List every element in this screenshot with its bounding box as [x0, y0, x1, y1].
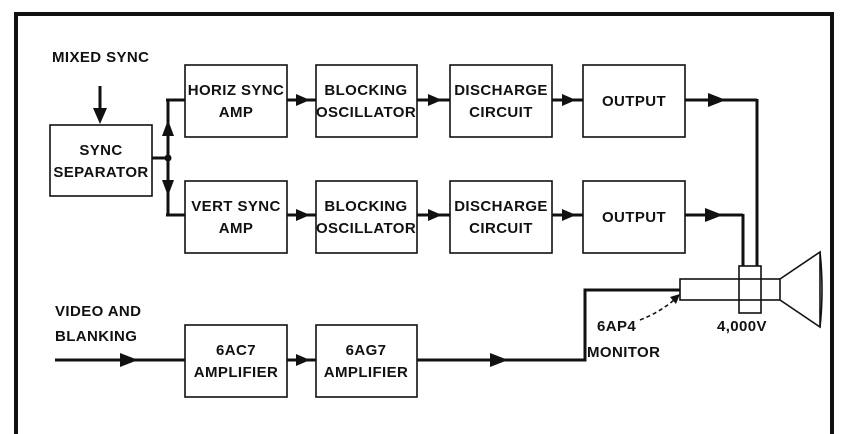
tube-type-label: 6AP4: [597, 318, 636, 335]
vert-blocking-label-line2: OSCILLATOR: [316, 220, 416, 237]
frame-border: [14, 12, 834, 434]
split-up-arrow-icon: [162, 120, 174, 136]
horiz-sync-amp-label-line2: AMP: [219, 104, 254, 121]
crt-tube-icon: [679, 250, 823, 329]
horiz-sync-amp-block: HORIZ SYNC AMP: [184, 64, 288, 138]
voltage-label: 4,000V: [717, 318, 767, 335]
horiz-blocking-to-discharge-arrow-icon: [428, 94, 442, 106]
video-and-label: VIDEO AND: [55, 303, 141, 320]
horiz-discharge-to-output-arrow-icon: [562, 94, 576, 106]
horiz-discharge-label-line2: CIRCUIT: [469, 104, 533, 121]
vert-blocking-label-line1: BLOCKING: [324, 198, 407, 215]
horiz-sync-amp-label-line1: HORIZ SYNC: [188, 82, 285, 99]
horiz-discharge-circuit-block: DISCHARGE CIRCUIT: [449, 64, 553, 138]
vert-discharge-label-line2: CIRCUIT: [469, 220, 533, 237]
monitor-label: MONITOR: [587, 344, 660, 361]
amplifier-6ac7-block: 6AC7 AMPLIFIER: [184, 324, 288, 398]
split-down-arrow-icon: [162, 180, 174, 196]
amplifier-6ag7-label-line2: AMPLIFIER: [324, 364, 408, 381]
vert-output-arrow-icon: [705, 208, 723, 222]
horiz-blocking-label-line2: OSCILLATOR: [316, 104, 416, 121]
horiz-blocking-label-line1: BLOCKING: [324, 82, 407, 99]
blanking-label: BLANKING: [55, 328, 137, 345]
vert-output-block: OUTPUT: [582, 180, 686, 254]
video-to-crt-arrow-icon: [490, 353, 508, 367]
vert-discharge-circuit-block: DISCHARGE CIRCUIT: [449, 180, 553, 254]
amplifier-6ac7-label-line1: 6AC7: [216, 342, 256, 359]
amplifier-6ac7-label-line2: AMPLIFIER: [194, 364, 278, 381]
horiz-output-block: OUTPUT: [582, 64, 686, 138]
vert-amp-to-blocking-arrow-icon: [296, 209, 310, 221]
horiz-blocking-oscillator-block: BLOCKING OSCILLATOR: [315, 64, 418, 138]
mixed-sync-arrow-icon: [93, 108, 107, 124]
tube-pointer-line: [639, 299, 675, 321]
vert-discharge-label-line1: DISCHARGE: [454, 198, 548, 215]
sync-separator-block: SYNC SEPARATOR: [49, 124, 153, 197]
amplifier-6ag7-block: 6AG7 AMPLIFIER: [315, 324, 418, 398]
vert-discharge-to-output-arrow-icon: [562, 209, 576, 221]
sync-separator-label-line1: SYNC: [79, 142, 122, 159]
deflection-yoke: [738, 265, 762, 314]
vert-sync-amp-block: VERT SYNC AMP: [184, 180, 288, 254]
horiz-discharge-label-line1: DISCHARGE: [454, 82, 548, 99]
tube-pointer-arrow-icon: [670, 294, 680, 304]
vert-sync-amp-label-line2: AMP: [219, 220, 254, 237]
video-input-arrow-icon: [120, 353, 138, 367]
vert-blocking-to-discharge-arrow-icon: [428, 209, 442, 221]
vert-output-label: OUTPUT: [602, 209, 666, 226]
horiz-output-arrow-icon: [708, 93, 726, 107]
horiz-output-label: OUTPUT: [602, 93, 666, 110]
mixed-sync-label: MIXED SYNC: [52, 49, 149, 66]
sync-separator-label-line2: SEPARATOR: [53, 164, 148, 181]
amplifier-6ag7-label-line1: 6AG7: [346, 342, 387, 359]
vert-sync-amp-label-line1: VERT SYNC: [191, 198, 280, 215]
horiz-amp-to-blocking-arrow-icon: [296, 94, 310, 106]
amp-6ac7-to-6ag7-arrow-icon: [296, 354, 310, 366]
vert-blocking-oscillator-block: BLOCKING OSCILLATOR: [315, 180, 418, 254]
